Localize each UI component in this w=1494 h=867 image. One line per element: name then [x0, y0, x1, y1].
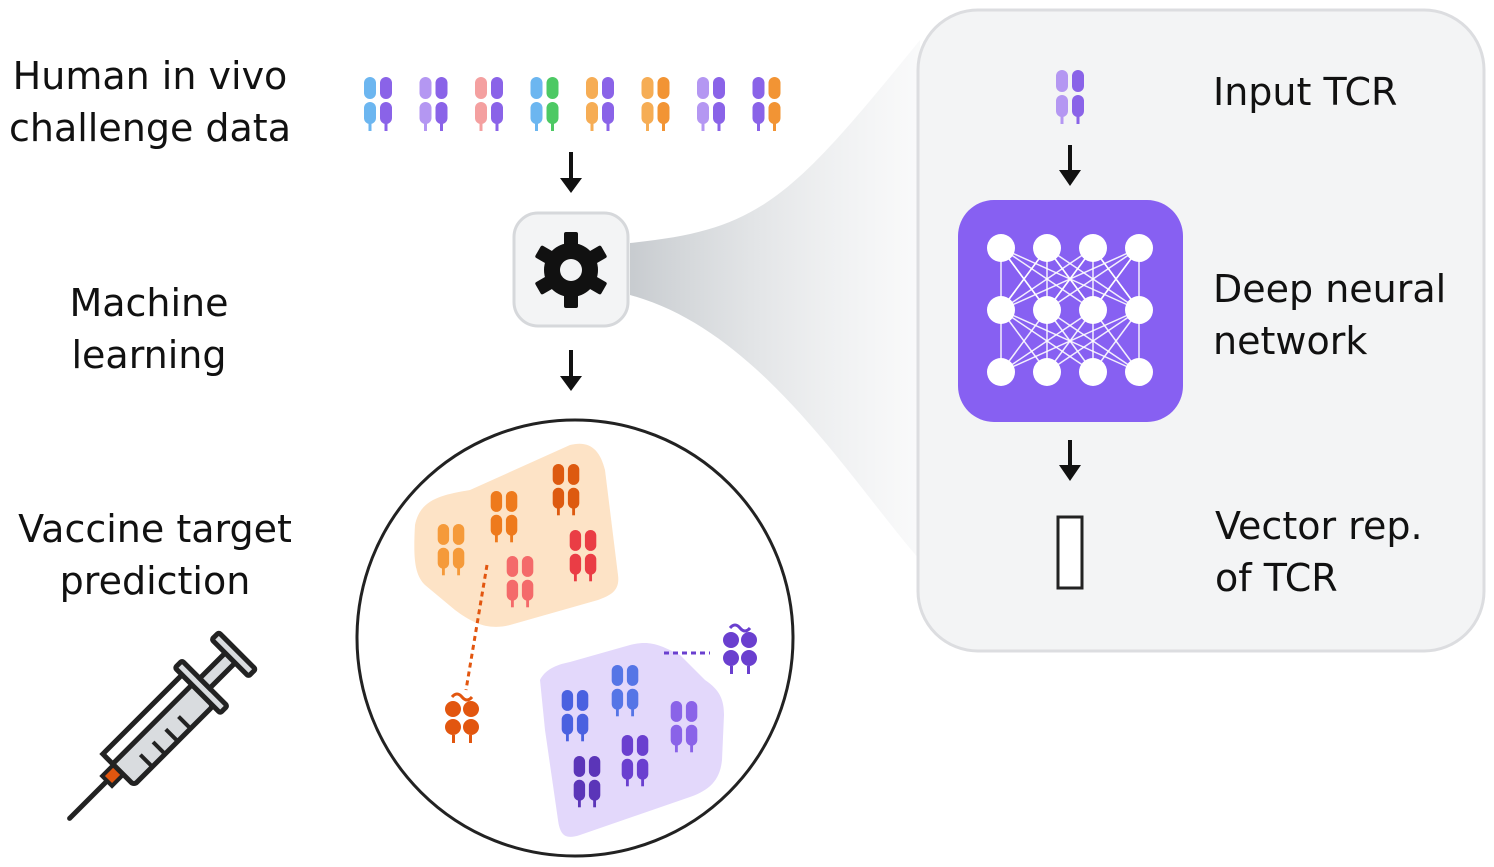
tcr-icon [752, 77, 781, 131]
neural-network-icon [987, 234, 1153, 386]
tcr-icon [490, 491, 518, 543]
tcr-icon [552, 464, 580, 516]
tcr-icon [530, 77, 559, 131]
label-vaccine-target: Vaccine target prediction [18, 507, 292, 603]
gear-icon [535, 232, 607, 308]
cluster-tcrs [437, 464, 757, 808]
arrow-down-panel-2 [1059, 440, 1081, 481]
antigen-icon [445, 692, 479, 743]
tcr-icon [641, 77, 670, 131]
input-tcr-icon [1056, 70, 1084, 124]
network-node [1033, 296, 1061, 324]
network-node [1125, 358, 1153, 386]
antigen-icon [723, 623, 757, 674]
tcr-icon [621, 735, 649, 787]
network-node [1079, 234, 1107, 262]
label-challenge-data: Human in vivo challenge data [8, 54, 291, 150]
network-node [1125, 296, 1153, 324]
label-machine-learning: Machine learning [69, 281, 229, 377]
tcr-icon [506, 556, 534, 608]
network-node [1079, 296, 1107, 324]
network-node [987, 358, 1015, 386]
network-node [1125, 234, 1153, 262]
label-vector-rep: Vector rep. of TCR [1215, 504, 1423, 600]
syringe-icon [67, 630, 258, 821]
label-input-tcr: Input TCR [1213, 70, 1398, 114]
tcr-icon [419, 77, 448, 131]
arrow-down-panel-1 [1059, 145, 1081, 186]
network-node [987, 296, 1015, 324]
tcr-icon [611, 665, 639, 717]
label-deep-neural-network: Deep neural network [1213, 267, 1447, 363]
tcr-icon [573, 756, 601, 808]
tcr-icon [475, 77, 503, 131]
link-orange [464, 564, 489, 691]
arrow-down-2 [560, 350, 582, 391]
tcr-icon [586, 77, 614, 131]
tcr-icon [437, 524, 465, 576]
network-node [987, 234, 1015, 262]
arrow-down-1 [560, 152, 582, 193]
tcr-icon [697, 77, 725, 131]
tcr-row [364, 77, 781, 131]
zoom-cone [630, 40, 920, 560]
network-node [1079, 358, 1107, 386]
tcr-icon [569, 530, 597, 582]
tcr-icon [670, 701, 698, 753]
cluster-orange [414, 443, 619, 627]
network-node [1033, 234, 1061, 262]
tcr-icon [1056, 70, 1084, 124]
tcr-icon [364, 77, 392, 131]
vector-icon [1056, 515, 1084, 590]
network-node [1033, 358, 1061, 386]
tcr-icon [561, 690, 589, 742]
